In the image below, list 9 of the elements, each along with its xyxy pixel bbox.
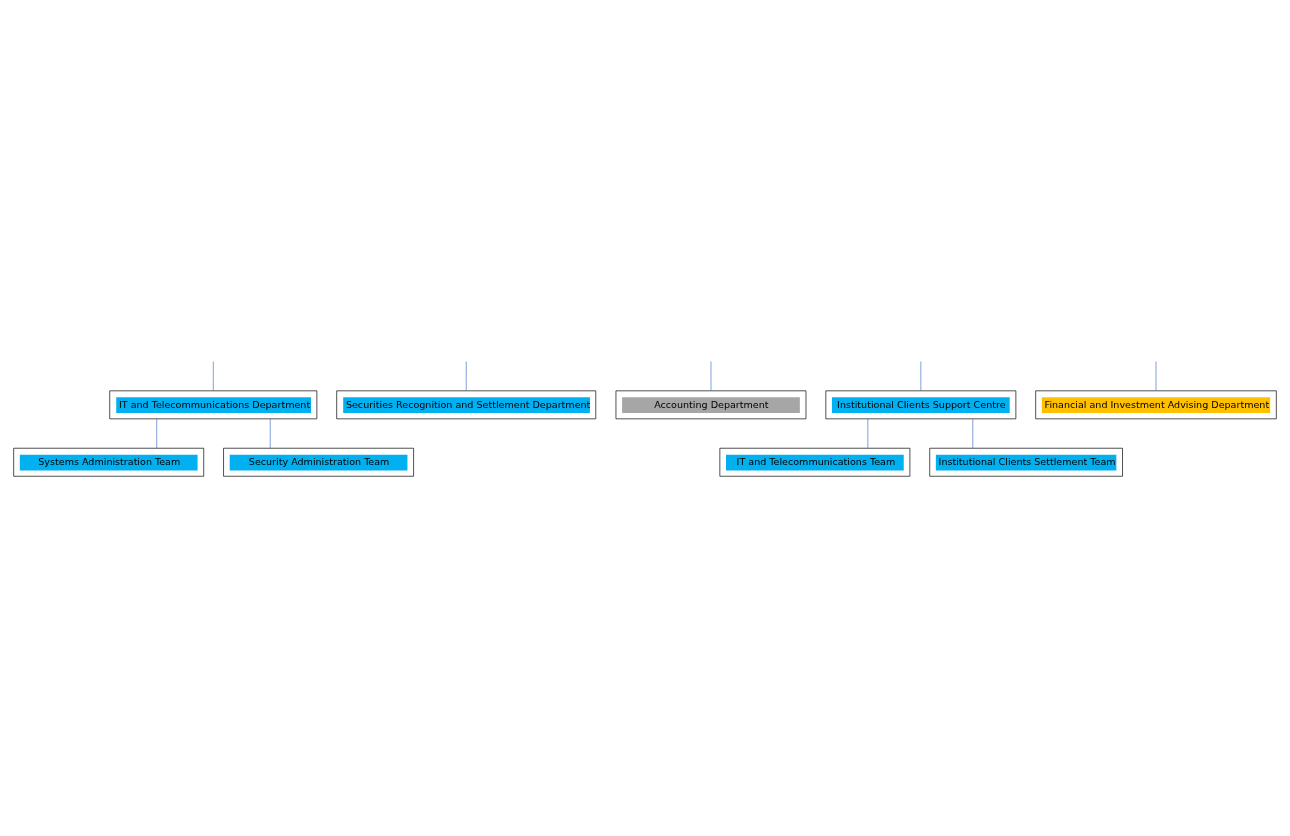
connector	[972, 418, 974, 449]
connector	[920, 360, 922, 391]
connector	[269, 418, 271, 449]
connector	[465, 360, 467, 391]
connector	[212, 360, 214, 391]
connector	[710, 360, 712, 391]
connector	[1155, 360, 1157, 391]
connector	[156, 418, 158, 449]
connector	[867, 418, 869, 449]
